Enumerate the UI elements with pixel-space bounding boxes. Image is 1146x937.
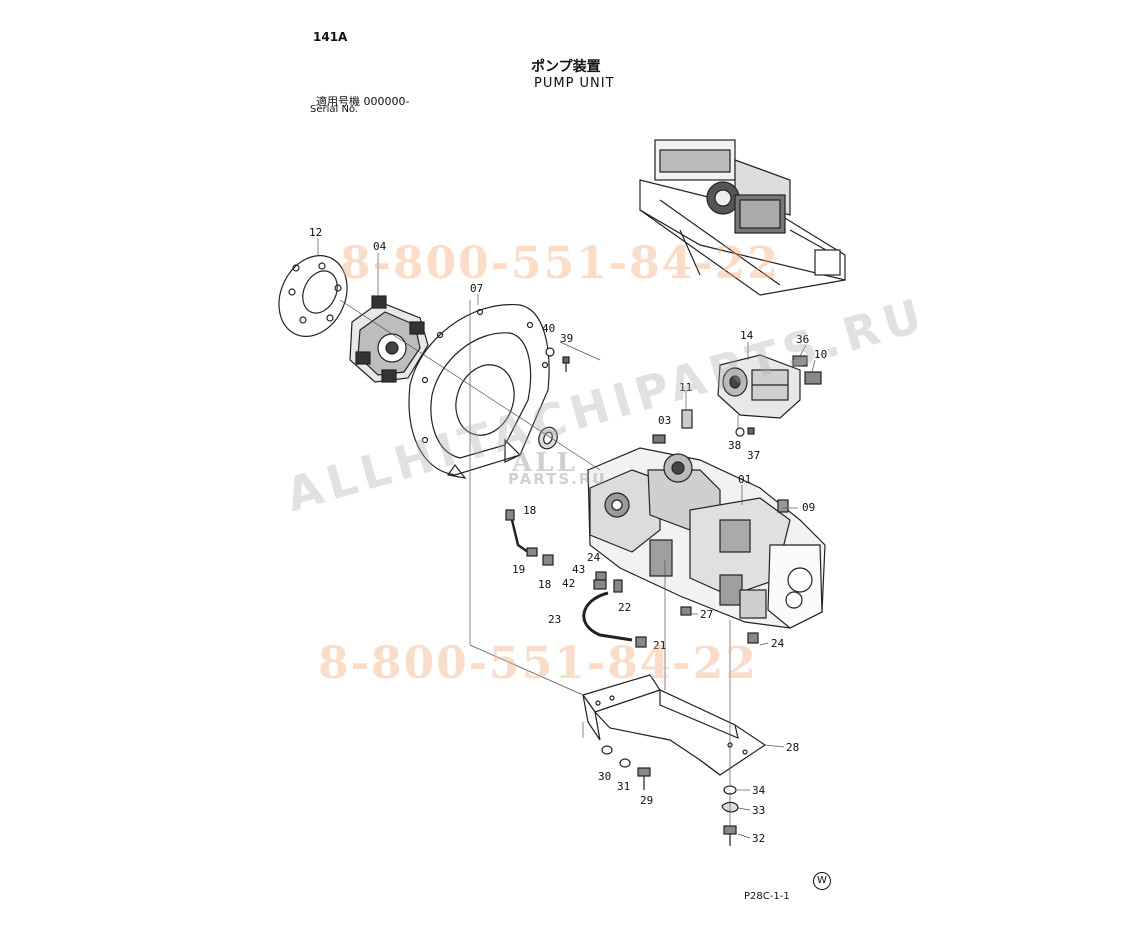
part-label-19: 19: [512, 563, 525, 576]
part-label-21: 21: [653, 639, 666, 652]
machine-frame-inset: [639, 139, 846, 296]
part-label-33: 33: [752, 804, 765, 817]
part-number-labels: 12 04 07 40 39 14 36 10 11 03 38 37 01 0…: [309, 226, 827, 845]
part-label-18-lower: 18: [538, 578, 551, 591]
part-label-31: 31: [617, 780, 630, 793]
title-english: PUMP UNIT: [534, 76, 615, 91]
part-label-43: 43: [572, 563, 585, 576]
part-label-28: 28: [786, 741, 799, 754]
part-14-gear-pump: [717, 354, 801, 419]
part-label-32: 32: [752, 832, 765, 845]
part-label-12: 12: [309, 226, 322, 239]
part-12-flange-plate: [278, 255, 348, 337]
part-label-27: 27: [700, 608, 713, 621]
part-label-18-upper: 18: [523, 504, 536, 517]
part-label-03: 03: [658, 414, 671, 427]
part-label-07: 07: [470, 282, 483, 295]
part-label-39: 39: [560, 332, 573, 345]
part-label-14: 14: [740, 329, 754, 342]
drawing-code: P28C-1-1: [744, 891, 790, 902]
page-number: 141A: [313, 30, 348, 44]
part-label-04: 04: [373, 240, 387, 253]
part-label-38: 38: [728, 439, 741, 452]
part-label-11: 11: [679, 381, 692, 394]
title-japanese: ポンプ装置: [531, 59, 601, 75]
part-label-23: 23: [548, 613, 561, 626]
part-label-34: 34: [752, 784, 766, 797]
part-label-37: 37: [747, 449, 760, 462]
part-label-42: 42: [562, 577, 575, 590]
part-04-coupling: [349, 295, 429, 383]
part-label-10: 10: [814, 348, 827, 361]
part-label-29: 29: [640, 794, 653, 807]
serial-label-english: Serial No.: [310, 104, 359, 115]
serial-label-japanese: 適用号機 000000-: [316, 95, 410, 108]
w-mark-icon: W: [813, 872, 831, 890]
part-label-24-right: 24: [771, 637, 785, 650]
part-label-36: 36: [796, 333, 809, 346]
assembly-leader-lines: [317, 238, 816, 839]
part-label-22: 22: [618, 601, 631, 614]
part-label-24-left: 24: [587, 551, 601, 564]
part-label-30: 30: [598, 770, 611, 783]
part-label-01: 01: [738, 473, 751, 486]
part-07-pump-housing: [408, 304, 550, 479]
part-label-09: 09: [802, 501, 815, 514]
part-28-bracket: [582, 674, 767, 776]
part-label-40: 40: [542, 322, 555, 335]
part-01-main-pump: [587, 447, 826, 629]
